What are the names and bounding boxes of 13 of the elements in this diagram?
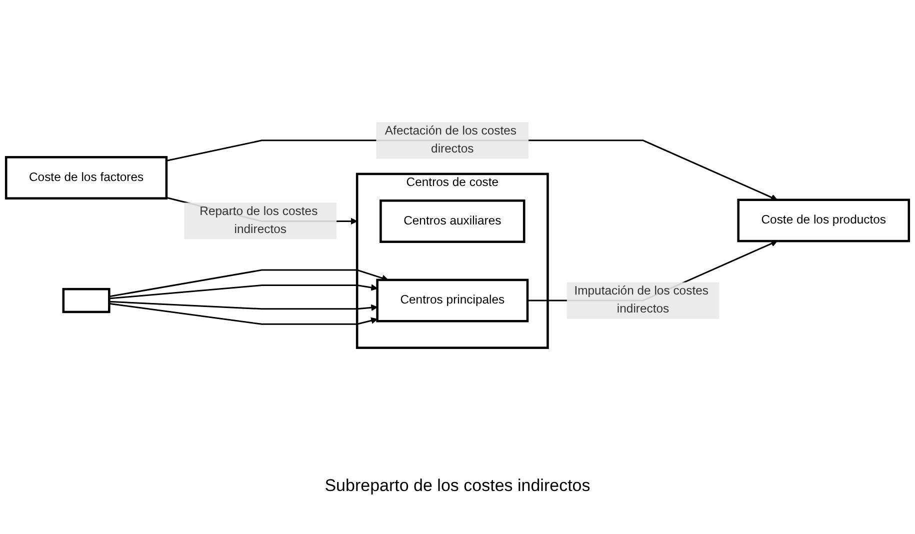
edge-label: Imputación de los costes indirectos: [574, 284, 708, 316]
node-box: Centros principales: [376, 278, 529, 322]
node-box: Centros auxiliares: [380, 200, 526, 244]
node-box: Coste de los factores: [4, 156, 168, 200]
note-text: Subreparto de los costes indirectos: [324, 476, 590, 496]
arrow: [109, 269, 388, 298]
arrow: [109, 300, 378, 312]
arrow: [109, 284, 378, 300]
node-box: Coste de los productos: [737, 198, 910, 242]
node-box: [62, 288, 110, 314]
arrow: [109, 302, 378, 325]
edge-label: Afectación de los costes directos: [384, 124, 516, 156]
edge-label: Reparto de los costes indirectos: [200, 204, 318, 236]
